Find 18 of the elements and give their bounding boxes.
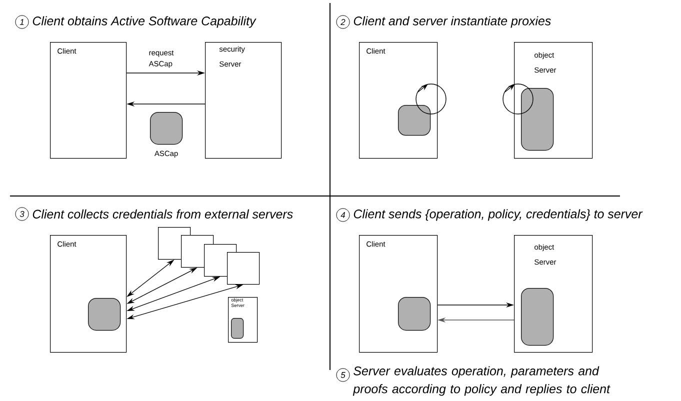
token <box>398 105 431 136</box>
step-number: 1 <box>15 15 29 29</box>
token <box>88 298 121 331</box>
token <box>231 318 244 339</box>
step-number: 4 <box>336 208 350 222</box>
token <box>521 288 554 346</box>
token <box>398 297 431 331</box>
step-text: Server evaluates operation, parameters and proofs according to policy and replies to client <box>352 366 610 396</box>
token <box>521 88 554 151</box>
server-square <box>227 252 260 285</box>
step-number: 5 <box>336 368 350 382</box>
step-title: Client obtains Active Software Capability <box>32 16 256 28</box>
step-title: Client collects credentials from external servers <box>32 209 293 219</box>
step-title: Client and server instantiate proxies <box>354 16 551 28</box>
token <box>150 112 183 145</box>
step-title: Client sends {operation, policy, credentials} to server <box>354 209 643 221</box>
step-number: 2 <box>336 15 350 29</box>
step-number: 3 <box>15 207 29 221</box>
